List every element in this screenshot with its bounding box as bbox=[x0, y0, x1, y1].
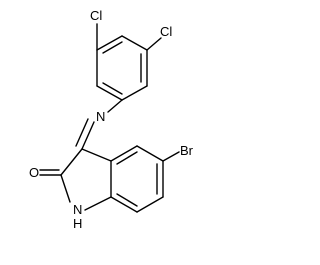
double-bond-n-c3 bbox=[75, 118, 89, 147]
bond-n1-c7a bbox=[84, 196, 112, 211]
double-bond-ring-a1-a2 bbox=[102, 41, 123, 54]
bond-ring-a4-a5 bbox=[121, 85, 148, 101]
bond-cl-right bbox=[146, 37, 162, 51]
bond-c6-c7 bbox=[136, 196, 164, 213]
atom-h: H bbox=[73, 216, 82, 231]
bond-c7-c7a bbox=[110, 196, 138, 213]
double-bond-c7-c7a bbox=[116, 193, 138, 207]
dichlorophenyl-ring bbox=[96, 35, 148, 101]
atom-br: Br bbox=[180, 143, 194, 158]
bond-c2-n1 bbox=[60, 174, 71, 203]
bond-ring-a1-a2 bbox=[96, 35, 123, 51]
atom-cl-right: Cl bbox=[160, 24, 172, 39]
bond-c3-c2 bbox=[60, 148, 83, 176]
bond-br bbox=[162, 151, 180, 162]
bond-ring-a2-a3 bbox=[121, 35, 148, 51]
bond-aryl-n bbox=[107, 99, 123, 113]
bond-c3a-c4 bbox=[110, 145, 138, 162]
atom-cl-top: Cl bbox=[90, 8, 102, 23]
lactam-ring bbox=[60, 148, 112, 211]
bond-n-c3 bbox=[81, 121, 95, 150]
bond-ring-a5-a6 bbox=[96, 85, 123, 101]
atom-o: O bbox=[29, 165, 39, 180]
molecule-svg: Cl Cl N Br O N H bbox=[29, 8, 194, 231]
bond-c4-c5 bbox=[136, 145, 164, 162]
bond-c3a-c3 bbox=[81, 148, 112, 162]
double-bond-ring-a5-a6 bbox=[102, 82, 123, 95]
atom-n-ring: N bbox=[73, 202, 82, 217]
benzo-ring bbox=[110, 145, 164, 213]
structure-diagram: Cl Cl N Br O N H bbox=[29, 8, 194, 231]
atom-n-imine: N bbox=[96, 109, 105, 124]
double-bond-c3a-c4 bbox=[116, 151, 138, 165]
